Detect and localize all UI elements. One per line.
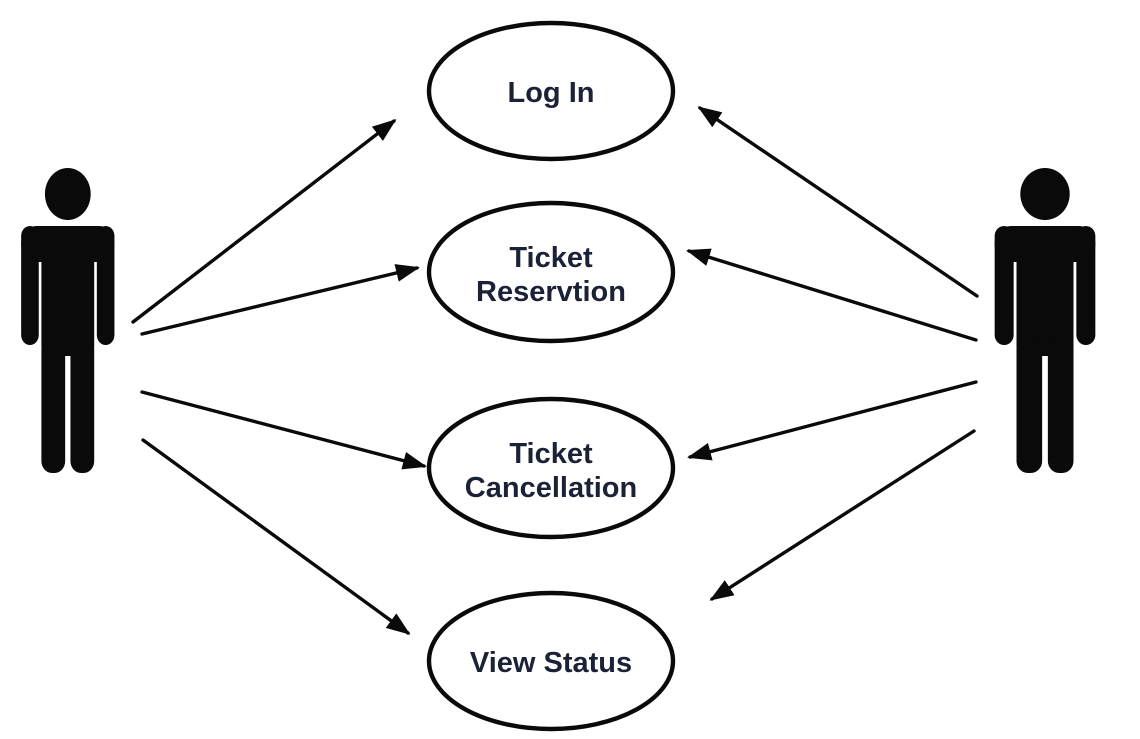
arrow-left-actor-to-log-in — [131, 119, 397, 324]
arrow-right-actor-to-ticket-cancellation — [687, 380, 978, 461]
usecase-log-in: Log In — [426, 20, 676, 162]
arrow-left-actor-to-ticket-reservation — [140, 264, 420, 336]
right-actor-icon — [994, 168, 1096, 473]
usecase-label-log-in: Log In — [508, 77, 595, 109]
usecase-ellipse-view-status — [426, 590, 676, 732]
usecase-ellipse-log-in — [426, 20, 676, 162]
left-actor-icon — [21, 168, 115, 473]
usecase-label-ticket-cancellation-line1: Ticket — [509, 438, 593, 470]
arrow-right-actor-to-ticket-reservation — [686, 248, 978, 342]
usecase-view-status: View Status — [426, 590, 676, 732]
usecase-ellipse-ticket-cancellation — [426, 396, 676, 540]
usecase-label-ticket-reservation-line2: Reservtion — [476, 276, 626, 308]
usecase-label-ticket-cancellation-line2: Cancellation — [465, 472, 637, 504]
arrow-right-actor-to-log-in — [697, 106, 979, 298]
usecase-label-ticket-reservation-line1: Ticket — [509, 242, 593, 274]
usecase-label-view-status: View Status — [470, 647, 632, 679]
arrow-left-actor-to-ticket-cancellation — [140, 390, 427, 470]
usecase-ticket-reservation: Ticket Reservtion — [426, 200, 676, 344]
arrow-right-actor-to-view-status — [709, 429, 976, 601]
arrow-left-actor-to-view-status — [141, 438, 411, 635]
usecase-ticket-cancellation: Ticket Cancellation — [426, 396, 676, 540]
usecase-ellipse-ticket-reservation — [426, 200, 676, 344]
